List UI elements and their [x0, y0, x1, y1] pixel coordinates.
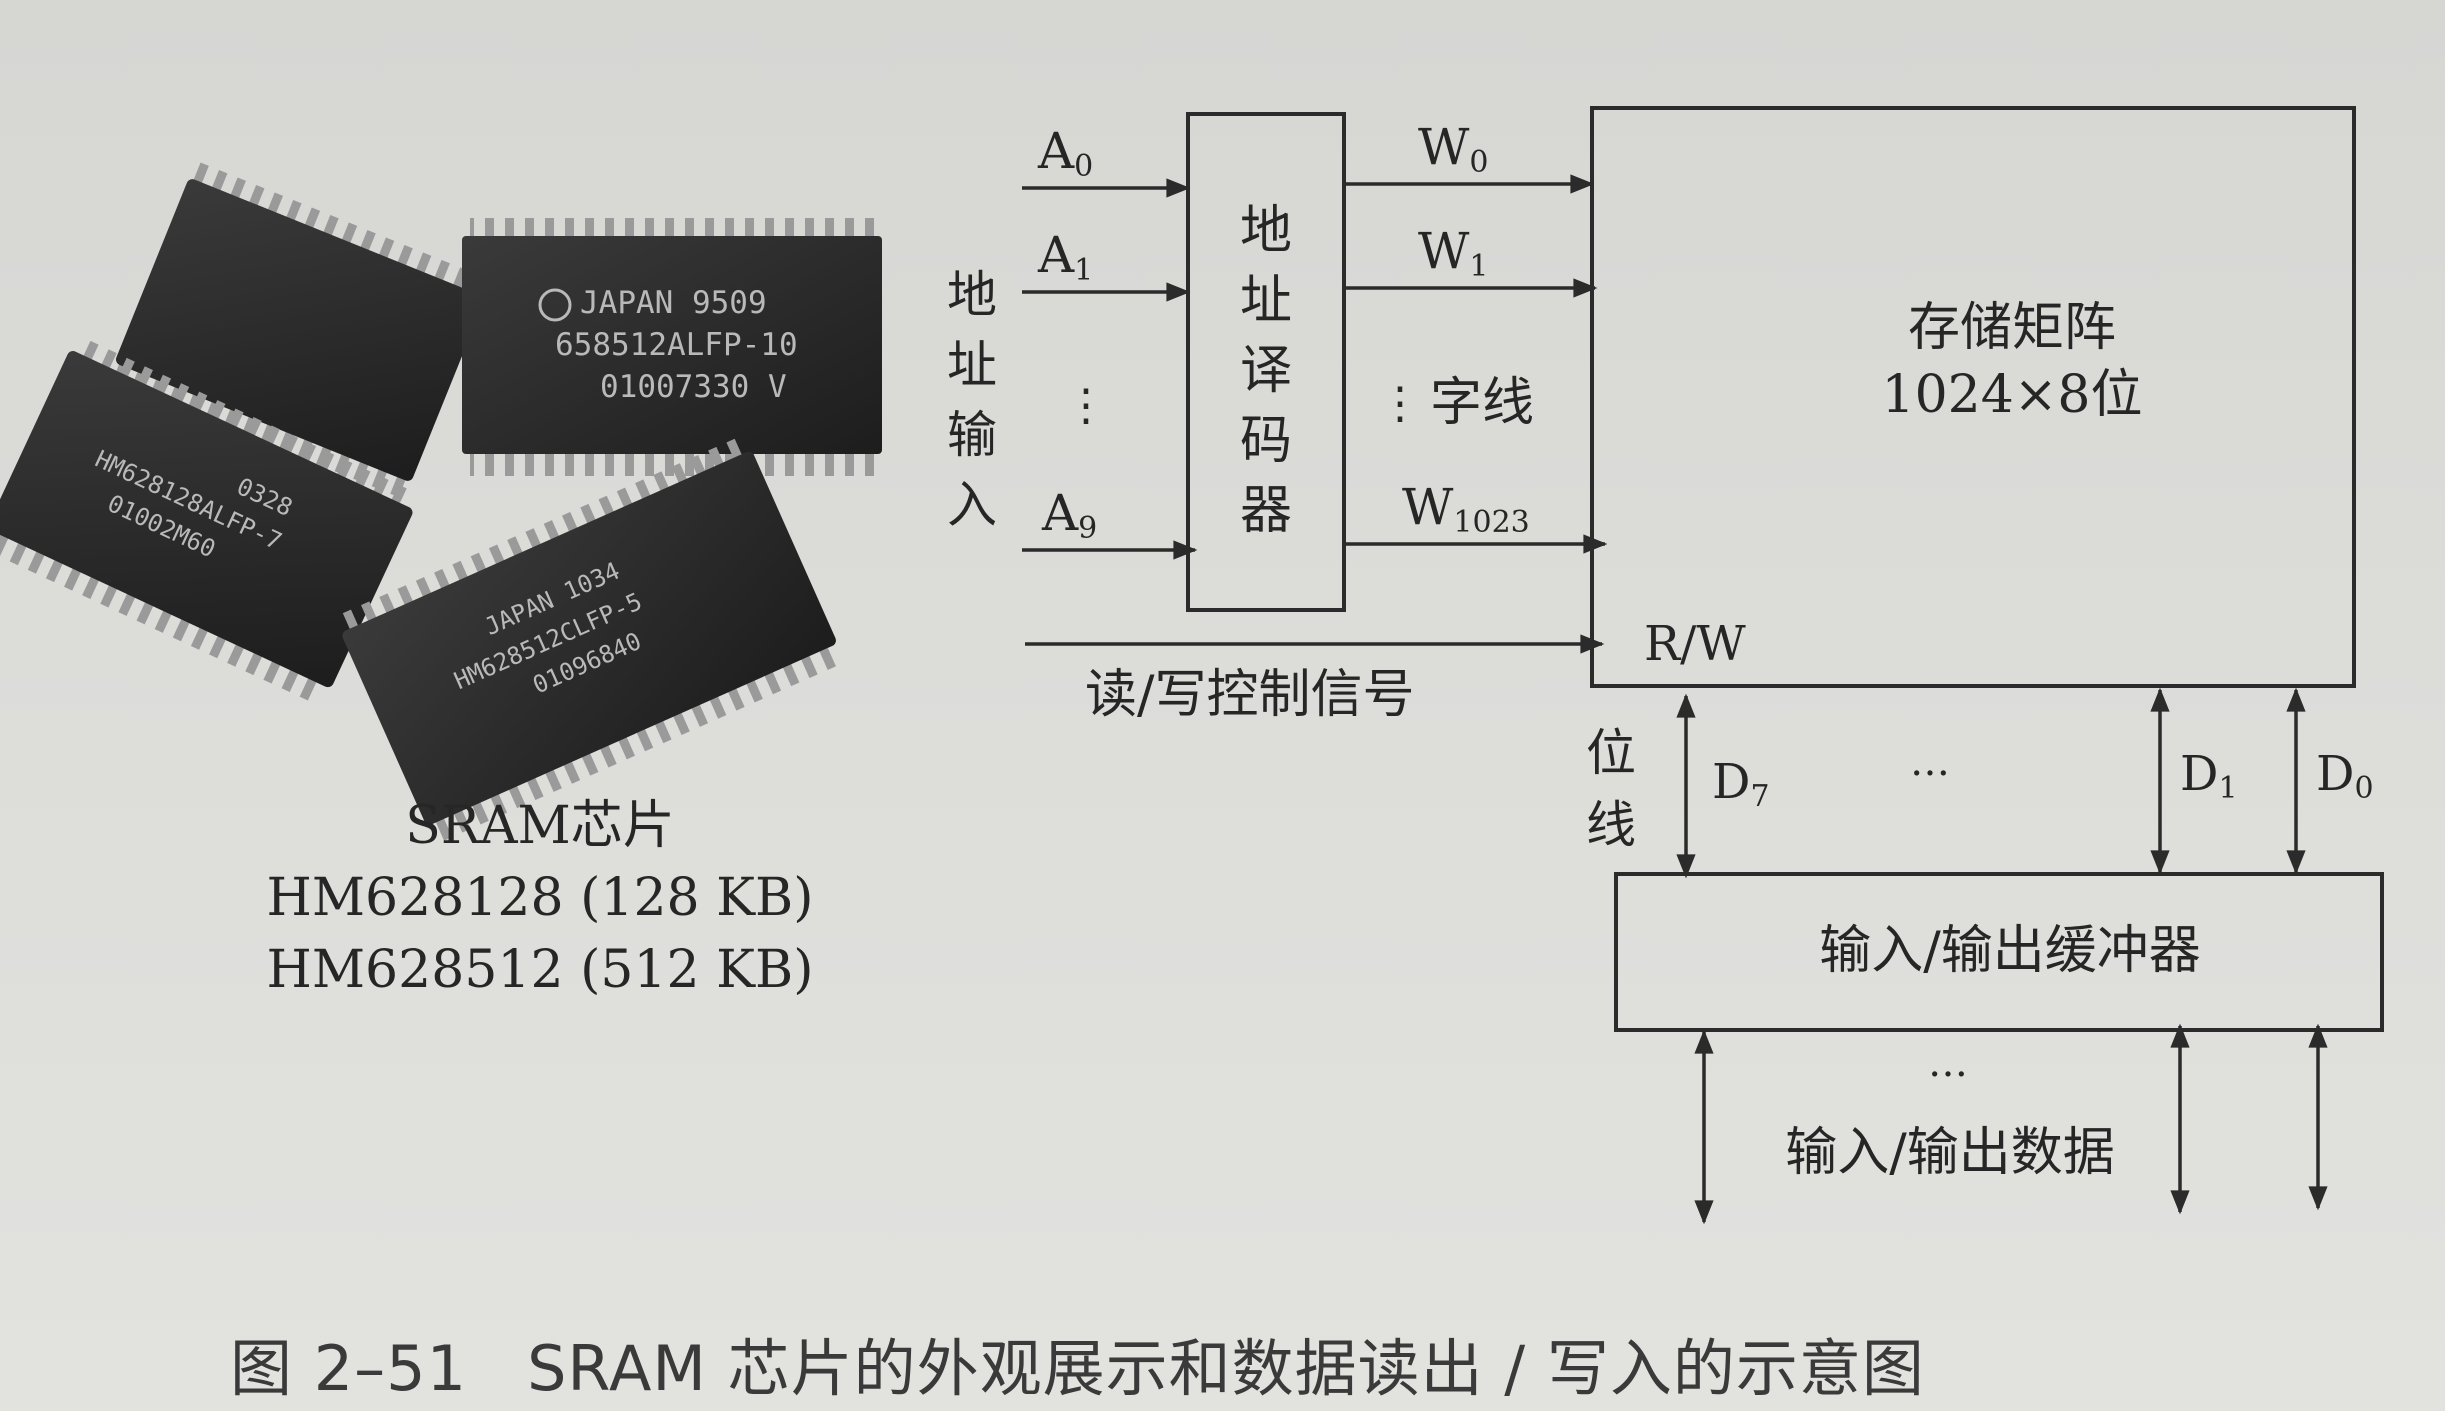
chip-b-marking-3: 01007330 V: [600, 369, 787, 405]
svg-text:D0: D0: [2316, 746, 2374, 806]
bit-line-hdots: …: [1910, 739, 1950, 785]
bit-lines: 位 线 D7 … D1 D0: [1586, 690, 2374, 876]
io-data-lines: … 输入/输出数据: [1704, 1026, 2318, 1222]
address-input-label: 地 址 输 入: [947, 266, 997, 534]
svg-text:W0: W0: [1418, 118, 1489, 180]
chip-b-marking-1: JAPAN 9509: [580, 285, 767, 321]
word-vdots: ⋮: [1378, 378, 1422, 429]
svg-text:D1: D1: [2180, 746, 2238, 806]
sram-chip-b: JAPAN 9509 658512ALFP-10 01007330 V: [462, 218, 882, 476]
word-line-label: 字线: [1430, 373, 1534, 433]
svg-text:A1: A1: [1037, 226, 1093, 288]
svg-text:地: 地: [1240, 201, 1292, 261]
io-buffer: 输入/输出缓冲器: [1616, 874, 2382, 1030]
rw-control-signal: 读/写控制信号: [1025, 644, 1602, 725]
sram-chip-d: JAPAN 1034 HM628512CLFP-5 01096840: [334, 434, 846, 845]
sram-block-diagram: 地 址 输 入 A0 A1 ⋮ A9 地 址 译 码 器: [947, 108, 2382, 1222]
chip-b-marking-2: 658512ALFP-10: [555, 327, 798, 363]
svg-text:器: 器: [1240, 481, 1292, 541]
svg-text:入: 入: [947, 476, 997, 534]
storage-matrix: 存储矩阵 1024×8位 R/W: [1592, 108, 2354, 686]
chip-caption-line-2: HM628512 (512 KB): [260, 934, 820, 1006]
io-buffer-label: 输入/输出缓冲器: [1819, 921, 2201, 981]
svg-text:址: 址: [1240, 271, 1292, 331]
address-decoder: 地 址 译 码 器: [1188, 114, 1344, 610]
figure-number: 图 2–51: [230, 1332, 467, 1405]
chip-caption-title: SRAM芯片: [260, 790, 820, 862]
chip-caption: SRAM芯片 HM628128 (128 KB) HM628512 (512 K…: [260, 790, 820, 1006]
word-line-w1: W1: [1344, 222, 1595, 288]
io-data-label: 输入/输出数据: [1785, 1123, 2115, 1183]
address-line-a9: A9: [1022, 484, 1195, 550]
svg-text:W1023: W1023: [1402, 478, 1530, 540]
storage-matrix-size: 1024×8位: [1882, 365, 2143, 425]
address-line-a0: A0: [1022, 122, 1188, 188]
address-line-a1: A1: [1022, 226, 1188, 292]
svg-text:位: 位: [1586, 724, 1636, 782]
io-hdots: …: [1928, 1040, 1968, 1086]
storage-matrix-title: 存储矩阵: [1908, 298, 2116, 358]
svg-text:A0: A0: [1037, 122, 1093, 184]
svg-text:D7: D7: [1712, 754, 1770, 814]
address-vdots: ⋮: [1064, 380, 1108, 431]
figure-caption: 图 2–51 SRAM 芯片的外观展示和数据读出 / 写入的示意图: [230, 1318, 1985, 1408]
svg-text:A9: A9: [1041, 484, 1097, 546]
figure-caption-text: SRAM 芯片的外观展示和数据读出 / 写入的示意图: [527, 1332, 1925, 1405]
svg-text:线: 线: [1586, 796, 1636, 854]
svg-text:译: 译: [1240, 341, 1292, 401]
word-line-w1023: W1023: [1344, 478, 1605, 544]
chip-caption-line-1: HM628128 (128 KB): [260, 862, 820, 934]
rw-control-label: 读/写控制信号: [1085, 665, 1415, 725]
word-line-w0: W0: [1344, 118, 1592, 184]
svg-text:址: 址: [947, 336, 997, 394]
svg-text:W1: W1: [1418, 222, 1489, 284]
svg-text:地: 地: [947, 266, 997, 324]
svg-text:输: 输: [947, 406, 997, 464]
svg-text:码: 码: [1240, 411, 1292, 471]
rw-pin-label: R/W: [1644, 616, 1746, 672]
sram-chip-photos: JAPAN 9509 658512ALFP-10 01007330 V 0328…: [0, 161, 882, 845]
